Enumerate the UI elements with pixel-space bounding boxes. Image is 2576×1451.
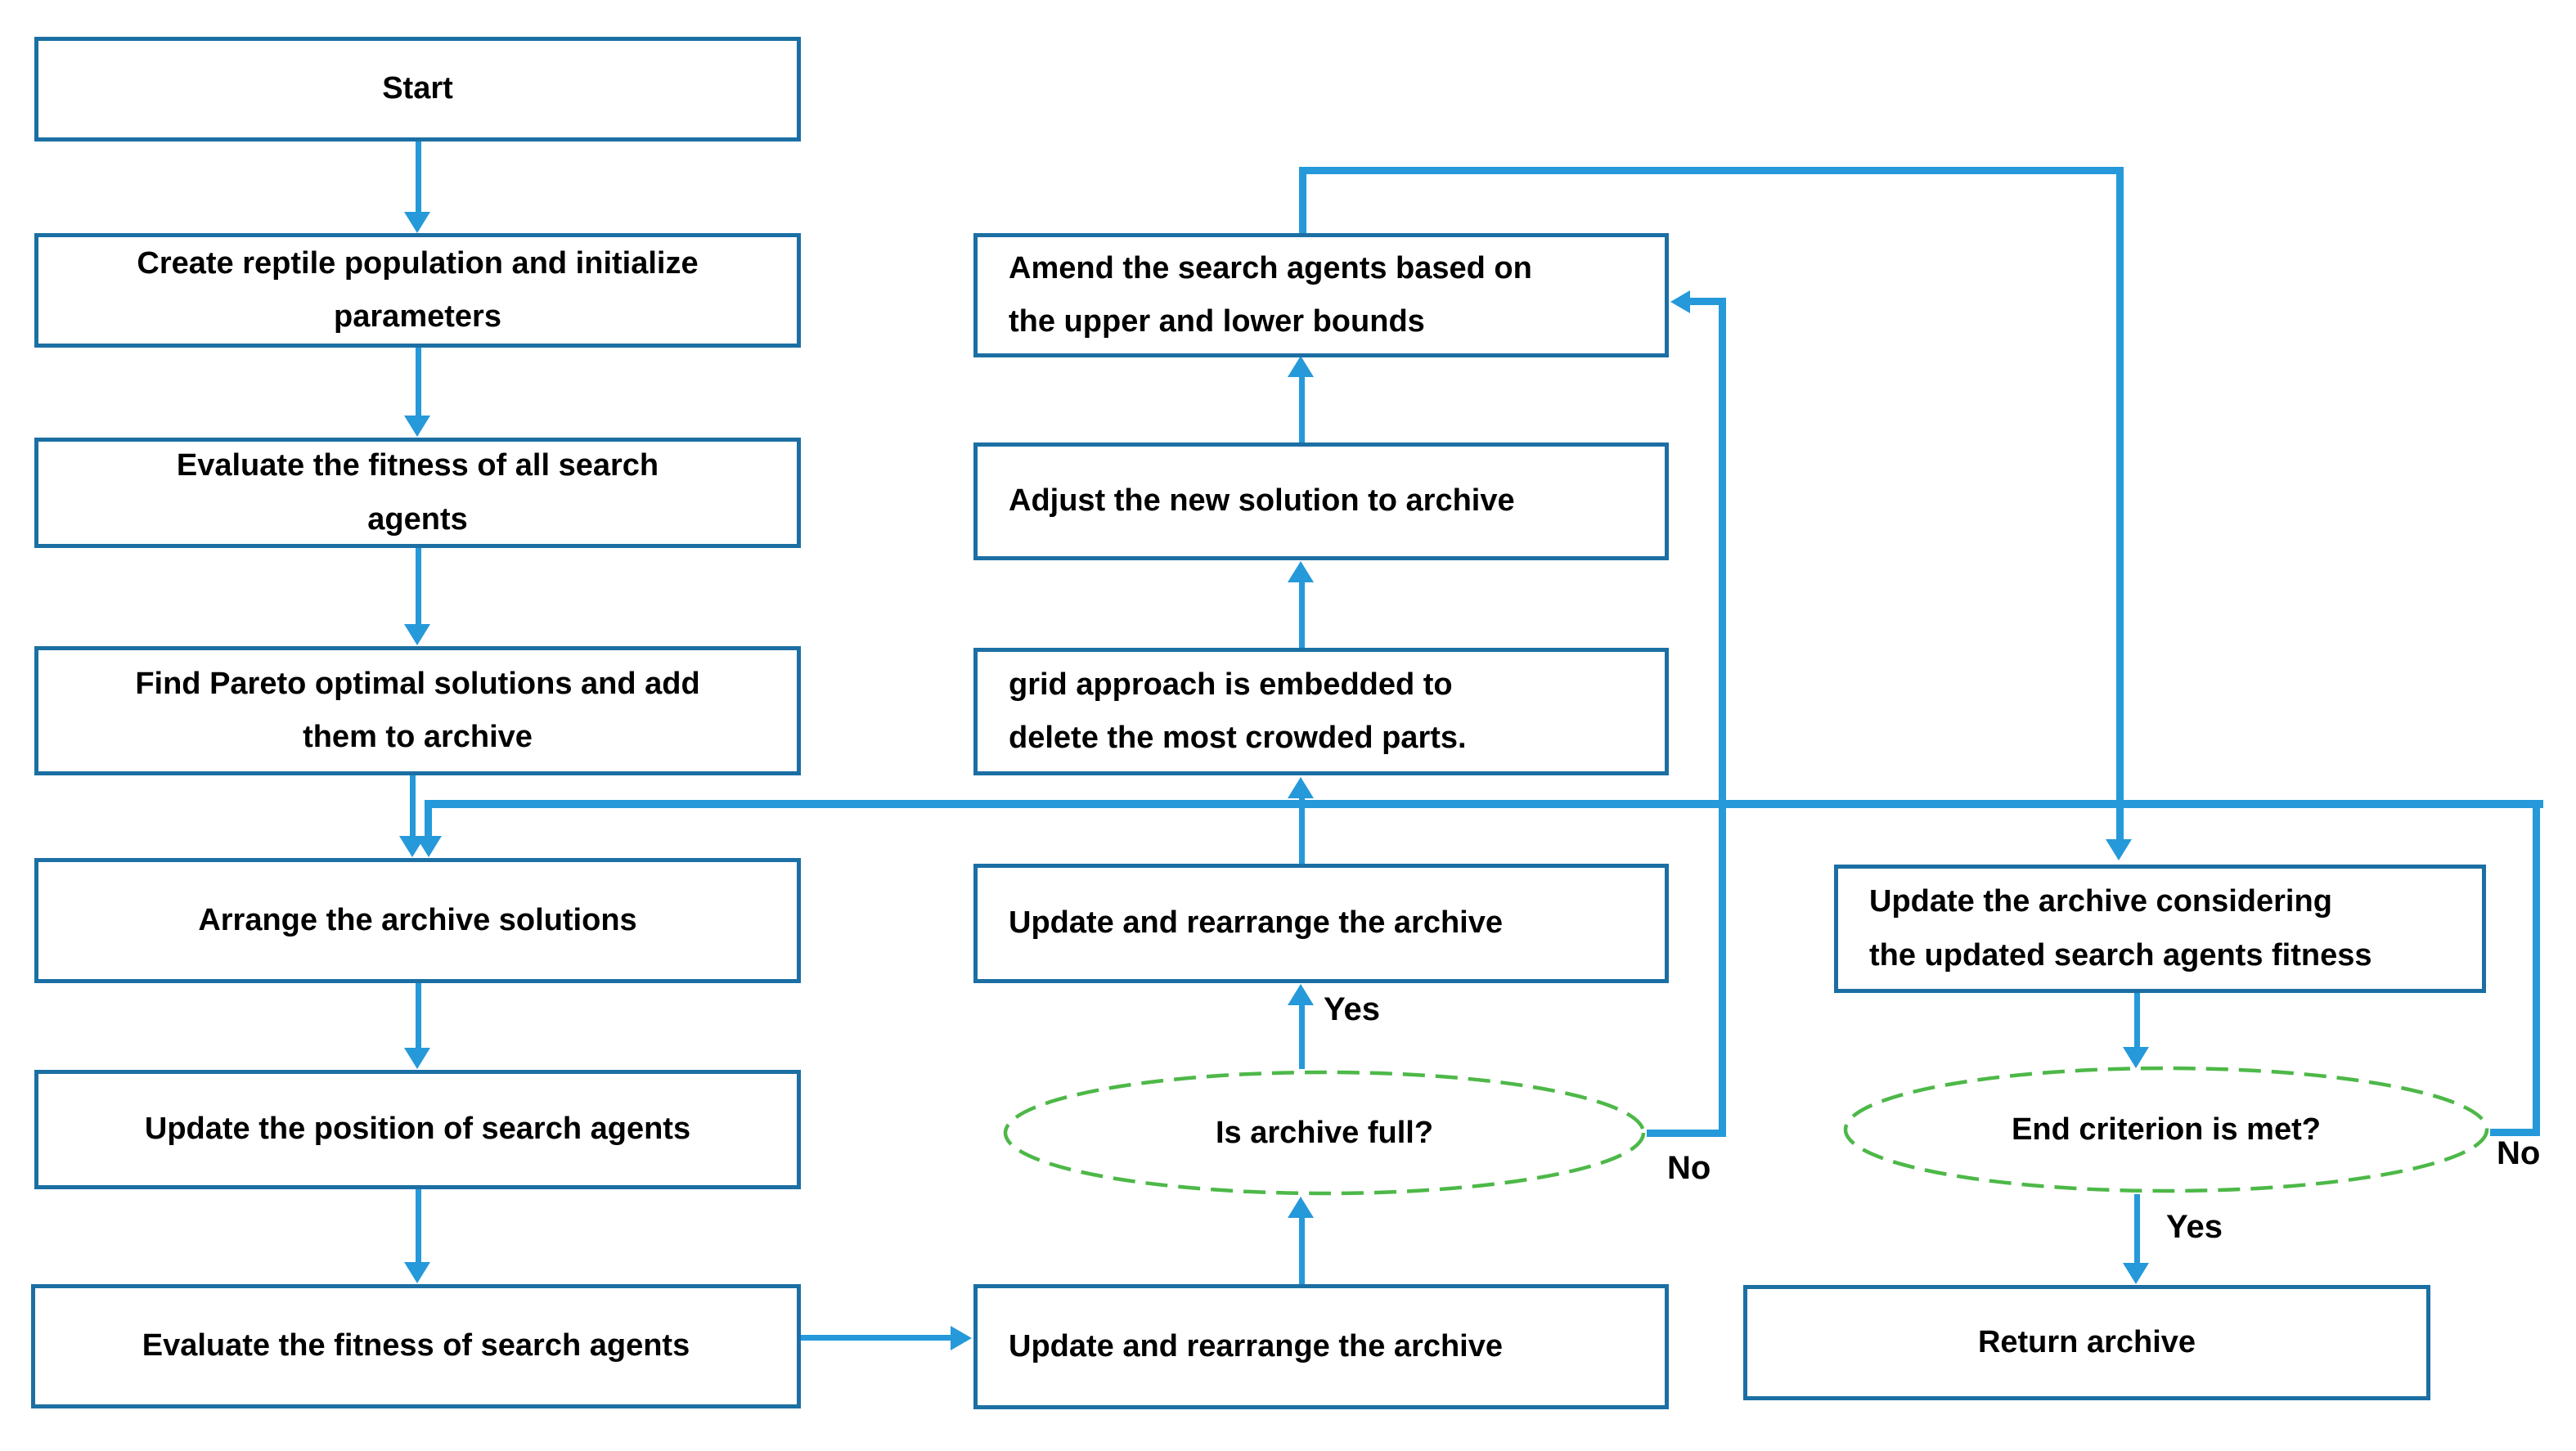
arrow-adjust-to-amend-line xyxy=(1299,375,1305,442)
decision-label: End criterion is met? xyxy=(2012,1112,2321,1147)
arrow-position-to-fitness-head xyxy=(404,1262,430,1283)
arrow-arrange-to-position-head xyxy=(404,1048,430,1069)
arrow-create-to-evaluate-head xyxy=(404,416,430,437)
loop-archivefull-no-stub xyxy=(1647,1130,1726,1137)
edge-label-archive-full-no: No xyxy=(1667,1150,1711,1186)
flow-node-update-rearrange-bottom: Update and rearrange the archive xyxy=(973,1284,1669,1409)
loop-amend-down-segment xyxy=(2116,167,2124,839)
flow-node-evaluate-all: Evaluate the fitness of all search agent… xyxy=(34,438,801,548)
node-label: parameters xyxy=(334,299,501,334)
arrow-update-to-archivefull-head xyxy=(1288,1197,1314,1218)
arrow-endcriterion-yes-head xyxy=(2123,1263,2149,1284)
loop-endcriterion-no-stub xyxy=(2490,1129,2540,1136)
arrow-archivefull-yes-line xyxy=(1299,1005,1305,1069)
node-label: Adjust the new solution to archive xyxy=(1009,483,1515,519)
flow-decision-end-criterion: End criterion is met? xyxy=(1842,1065,2490,1194)
flow-node-adjust-solution: Adjust the new solution to archive xyxy=(973,442,1669,560)
loop-amend-up-segment xyxy=(1299,171,1306,233)
flow-node-grid-approach: grid approach is embedded to delete the … xyxy=(973,648,1669,775)
node-label: Update and rearrange the archive xyxy=(1009,905,1503,941)
arrow-arrange-to-position-line xyxy=(416,983,421,1049)
loop-archivefull-no-head xyxy=(1670,290,1690,313)
arrow-start-to-create-head xyxy=(404,212,430,233)
arrow-endcriterion-yes-line xyxy=(2134,1194,2140,1264)
decision-ellipse-icon xyxy=(1843,1066,2489,1193)
arrow-update-to-grid-line xyxy=(1299,797,1305,864)
edge-label-end-criterion-yes: Yes xyxy=(2166,1209,2223,1245)
node-label: Evaluate the fitness of search agents xyxy=(142,1328,690,1363)
flow-node-update-archive-fitness: Update the archive considering the updat… xyxy=(1834,865,2486,993)
flow-node-create-population: Create reptile population and initialize… xyxy=(34,233,801,348)
loop-endcriterion-no-down-segment xyxy=(425,800,432,836)
arrow-updatearchive-to-endcriterion-head xyxy=(2123,1047,2149,1068)
flow-node-amend-agents: Amend the search agents based on the upp… xyxy=(973,233,1669,357)
edge-label-end-criterion-no: No xyxy=(2497,1135,2541,1171)
node-label: the upper and lower bounds xyxy=(1009,304,1425,339)
arrow-update-to-archivefull-line xyxy=(1299,1216,1305,1284)
node-label: grid approach is embedded to xyxy=(1009,667,1453,702)
arrow-grid-to-adjust-head xyxy=(1288,561,1314,582)
node-label: Evaluate the fitness of all search xyxy=(176,448,659,483)
flow-node-return-archive: Return archive xyxy=(1743,1285,2430,1400)
node-label: delete the most crowded parts. xyxy=(1009,721,1467,755)
flow-node-find-pareto: Find Pareto optimal solutions and add th… xyxy=(34,646,801,775)
flow-node-start: Start xyxy=(34,37,801,142)
loop-endcriterion-no-long-horizontal xyxy=(425,800,2543,808)
edge-label-archive-full-yes: Yes xyxy=(1324,991,1380,1027)
arrow-archivefull-yes-head xyxy=(1288,984,1314,1005)
arrow-evaluate-to-pareto-head xyxy=(404,624,430,645)
arrow-evaluate-to-pareto-line xyxy=(416,548,421,625)
node-label: them to archive xyxy=(303,720,533,754)
arrow-updatearchive-to-endcriterion-line xyxy=(2134,992,2140,1048)
flow-node-update-rearrange-top: Update and rearrange the archive xyxy=(973,864,1669,983)
node-label: Return archive xyxy=(1977,1324,2196,1359)
arrow-grid-to-adjust-line xyxy=(1299,581,1305,648)
node-label: Amend the search agents based on xyxy=(1009,250,1532,285)
decision-ellipse-icon xyxy=(1003,1070,1646,1196)
flow-node-update-position: Update the position of search agents xyxy=(34,1070,801,1189)
arrow-create-to-evaluate-line xyxy=(416,348,421,416)
node-label: Update the archive considering xyxy=(1869,884,2332,919)
flow-node-arrange-archive: Arrange the archive solutions xyxy=(34,858,801,983)
loop-amend-top-segment xyxy=(1299,167,2124,174)
arrow-fitness-to-update-line xyxy=(801,1335,951,1341)
arrow-adjust-to-amend-head xyxy=(1288,356,1314,377)
node-label: Update and rearrange the archive xyxy=(1009,1328,1503,1363)
loop-archivefull-no-top-stub xyxy=(1690,298,1726,305)
loop-archivefull-no-vertical xyxy=(1719,298,1726,1137)
loop-amend-down-head xyxy=(2106,839,2132,860)
loop-endcriterion-no-vertical xyxy=(2533,800,2540,1134)
arrow-position-to-fitness-line xyxy=(416,1188,421,1263)
node-label: Update the position of search agents xyxy=(144,1112,691,1147)
arrow-pareto-to-arrange-line xyxy=(410,773,416,837)
node-label: the updated search agents fitness xyxy=(1869,937,2372,973)
flow-node-evaluate-agents: Evaluate the fitness of search agents xyxy=(31,1284,801,1408)
node-label: Find Pareto optimal solutions and add xyxy=(135,666,700,701)
node-label: Arrange the archive solutions xyxy=(198,902,637,937)
node-label: agents xyxy=(367,501,468,537)
decision-label: Is archive full? xyxy=(1215,1115,1434,1150)
node-label: Create reptile population and initialize xyxy=(137,245,699,281)
arrow-fitness-to-update-head xyxy=(951,1326,972,1350)
arrow-start-to-create-line xyxy=(416,142,421,213)
flow-decision-is-archive-full: Is archive full? xyxy=(1002,1069,1647,1197)
arrow-update-to-grid-head xyxy=(1288,777,1314,798)
node-label: Start xyxy=(382,71,453,106)
loop-endcriterion-no-head xyxy=(416,836,442,857)
